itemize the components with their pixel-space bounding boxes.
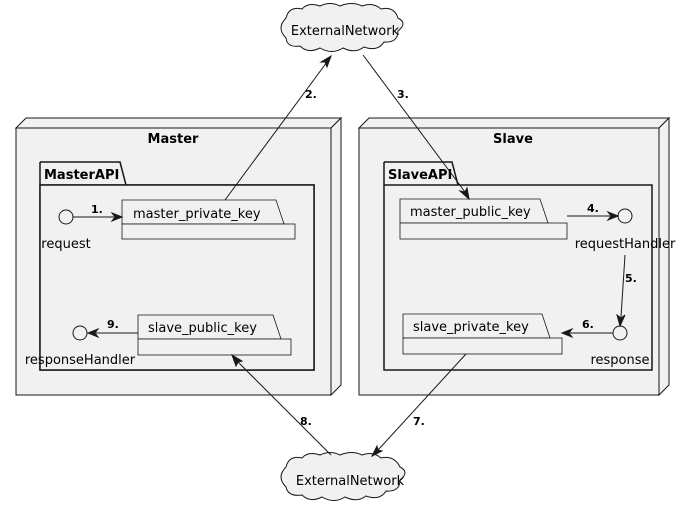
slave-api-title: SlaveAPI [388,168,452,183]
external-network-cloud-bottom: ExternalNetwork [280,452,406,501]
request-handler-label: requestHandler [575,237,676,252]
response-label: response [590,353,649,368]
edge-8: 8. [231,353,332,456]
master-private-key-label: master_private_key [133,207,261,222]
edge-1-label: 1. [91,203,103,216]
response-handler-label: responseHandler [25,353,136,368]
external-network-bottom-label: ExternalNetwork [296,474,405,489]
master-public-key-label: master_public_key [410,205,531,220]
interface-request: request [41,209,91,252]
edge-9-label: 9. [107,318,119,331]
slave-node-title: Slave [493,132,533,147]
edge-9: 9. [86,318,138,339]
external-network-top-label: ExternalNetwork [291,24,400,39]
external-network-cloud-top: ExternalNetwork [280,3,404,52]
edge-6-label: 6. [582,318,594,331]
edge-8-label: 8. [300,415,312,428]
edge-6: 6. [560,318,613,339]
edge-4: 4. [567,202,620,222]
folder-master-public-key: master_public_key [399,198,568,240]
edge-5: 5. [616,254,637,328]
edge-4-label: 4. [587,202,599,215]
folder-slave-private-key: slave_private_key [402,313,563,355]
edge-5-label: 5. [625,272,637,285]
slave-public-key-label: slave_public_key [148,321,257,336]
folder-slave-public-key: slave_public_key [137,314,292,356]
edge-7: 7. [370,353,467,458]
edge-7-label: 7. [413,415,425,428]
edge-3-label: 3. [397,88,409,101]
master-node-title: Master [148,132,199,147]
edge-1: 1. [73,203,124,223]
master-api-title: MasterAPI [44,168,119,183]
interface-request-handler: requestHandler [575,208,676,252]
folder-master-private-key: master_private_key [121,199,296,240]
edge-2-label: 2. [305,88,317,101]
edge-3: 3. [362,54,470,201]
edge-2: 2. [224,54,332,201]
request-label: request [41,237,90,252]
slave-private-key-label: slave_private_key [413,320,529,335]
interface-response-handler: responseHandler [25,325,136,368]
